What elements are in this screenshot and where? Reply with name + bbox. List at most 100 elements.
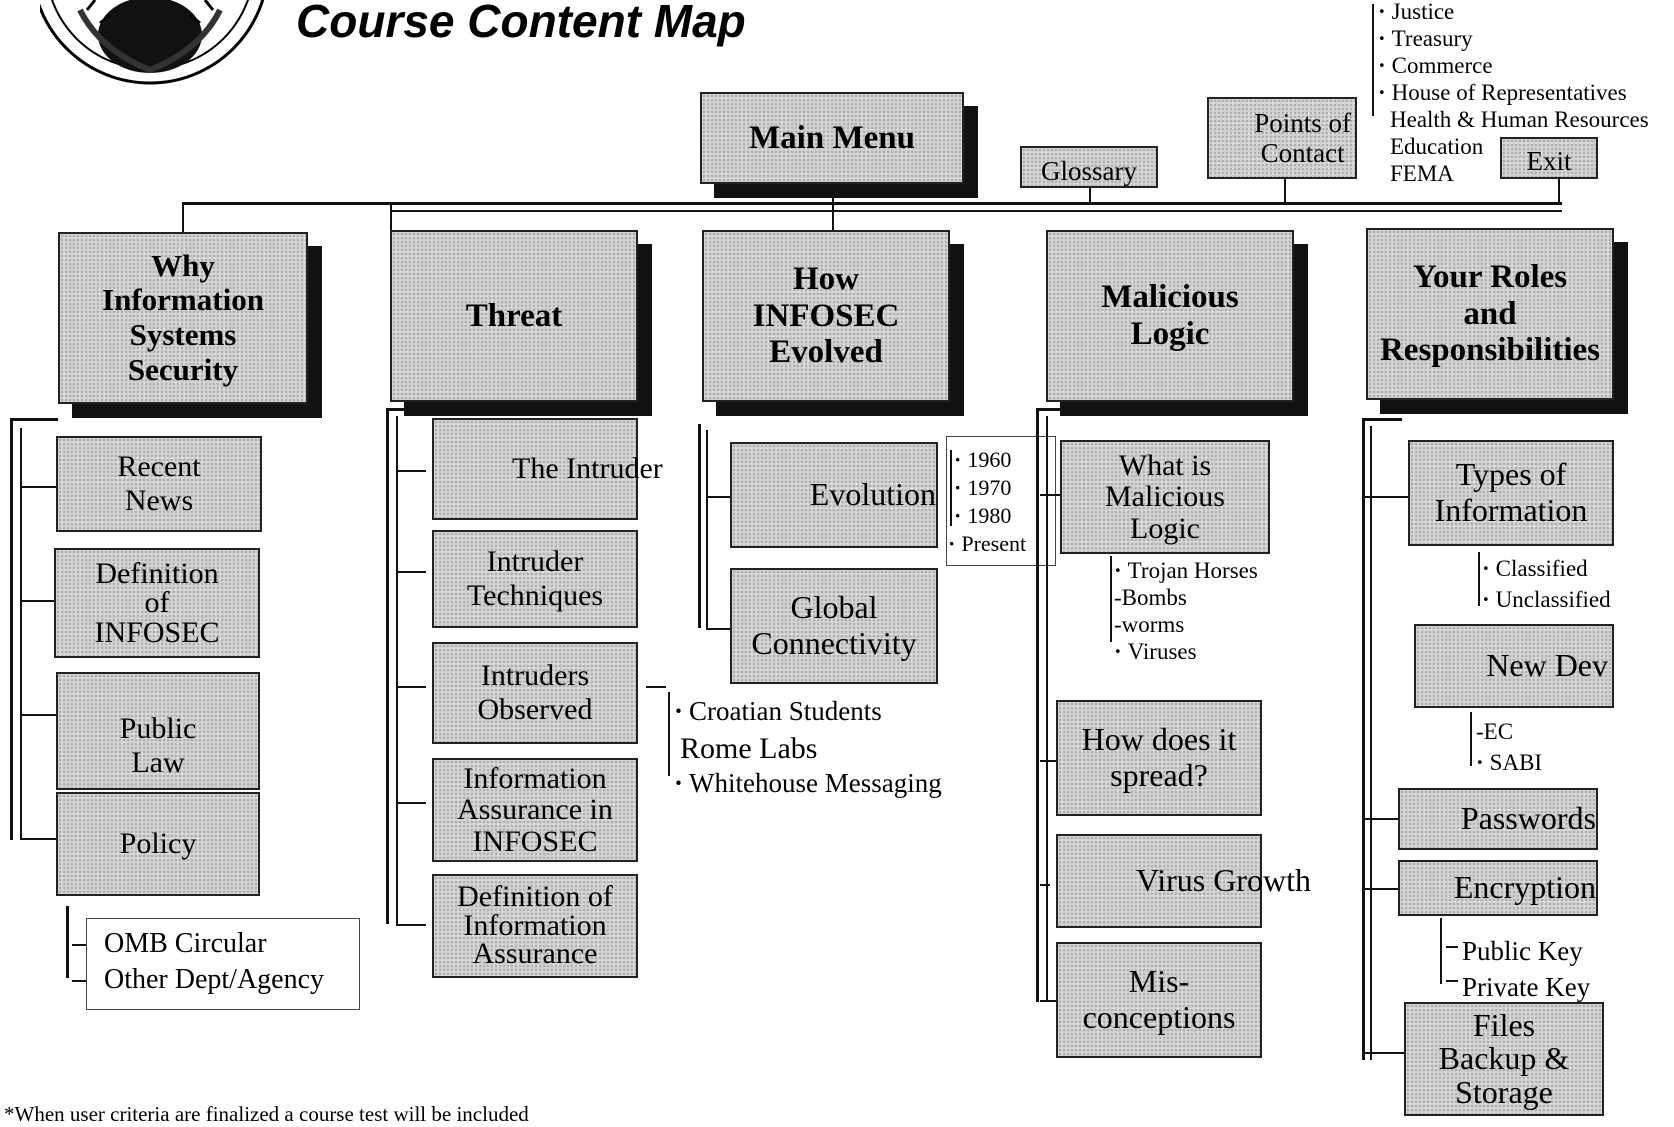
col4-vline [1036,410,1039,1002]
connector [182,202,184,232]
agency-treasury: Treasury [1378,25,1649,52]
passwords-box[interactable]: Passwords [1398,788,1598,850]
croatian-students-label[interactable]: Croatian Students [674,696,882,727]
glossary-box[interactable]: Glossary [1020,146,1158,188]
new-dev-box[interactable]: New Dev [1414,624,1614,708]
connector [668,692,670,776]
connector [1110,556,1112,642]
connector [1362,496,1410,498]
connector [1284,179,1286,204]
private-key-label[interactable]: Private Key [1462,972,1591,1002]
points-of-contact-box[interactable]: Points of Contact [1207,97,1357,179]
connector [20,838,56,840]
connector [1440,918,1442,984]
omb-circular-label[interactable]: OMB Circular [104,928,267,959]
encryption-box[interactable]: Encryption [1398,860,1598,916]
connector [1089,188,1091,204]
connector [396,470,426,472]
policy-box[interactable]: Policy [56,792,260,896]
connector [396,924,426,926]
agency-justice: Justice [1378,0,1649,25]
unclassified-label[interactable]: Unclassified [1482,584,1611,615]
definition-ia-box[interactable]: Definition of Information Assurance [432,874,638,978]
how-infosec-evolved-head[interactable]: How INFOSEC Evolved [702,230,950,402]
connector [1040,760,1060,762]
agency-fema: FEMA [1390,161,1454,186]
public-law-box[interactable]: Public Law [56,672,260,790]
sabi-label[interactable]: SABI [1476,747,1542,778]
threat-head[interactable]: Threat [390,230,638,402]
year-1960[interactable]: 1960 [954,446,1026,474]
global-connectivity-box[interactable]: Global Connectivity [730,568,938,684]
viruses-label[interactable]: Viruses [1114,638,1258,665]
types-subs-list: Classified Unclassified [1482,553,1611,615]
col2-vline [386,410,389,924]
main-menu-box[interactable]: Main Menu [700,92,964,184]
intruder-techniques-box[interactable]: Intruder Techniques [432,530,638,628]
recent-news-box[interactable]: Recent News [56,436,262,532]
connector [1040,1000,1060,1002]
virus-growth-box[interactable]: Virus Growth [1056,834,1311,928]
public-key-label[interactable]: Public Key [1462,936,1583,966]
bombs-label[interactable]: -Bombs [1114,585,1187,610]
seal-logo [40,0,265,85]
year-present[interactable]: Present [948,530,1026,558]
rome-labs-label[interactable]: Rome Labs [680,732,818,765]
misconceptions-box[interactable]: Mis- conceptions [1056,942,1262,1058]
roles-responsibilities-head[interactable]: Your Roles and Responsibilities [1366,228,1614,400]
connector [20,714,56,716]
connector [72,980,90,982]
connector [1040,884,1050,886]
agency-education: Education [1390,134,1484,159]
page-title: Course Content Map [296,0,746,47]
definition-infosec-box[interactable]: Definition of INFOSEC [54,548,260,658]
trojan-horses-label[interactable]: Trojan Horses [1114,557,1258,584]
connector [1370,426,1372,1060]
connector [1478,552,1480,606]
agency-house: House of Representatives [1378,79,1649,106]
newdev-subs-list: -EC SABI [1476,716,1542,778]
connector [72,944,90,946]
connector [698,424,701,628]
connector [1446,980,1458,982]
whitehouse-messaging-label[interactable]: Whitehouse Messaging [674,768,942,799]
connector [1362,418,1402,421]
ia-in-infosec-box[interactable]: Information Assurance in INFOSEC [432,758,638,862]
exit-box[interactable]: Exit [1500,137,1598,179]
agency-list: Justice Treasury Commerce House of Repre… [1378,0,1649,187]
year-1970[interactable]: 1970 [954,474,1026,502]
connector [1362,818,1398,820]
malicious-logic-head[interactable]: Malicious Logic [1046,230,1294,402]
connector [10,418,58,421]
connector [396,571,426,573]
connector [646,686,666,688]
connector [66,906,69,978]
connector [20,600,56,602]
connector [1558,179,1560,204]
other-dept-label[interactable]: Other Dept/Agency [104,964,325,995]
connector [706,628,730,630]
footnote: *When user criteria are finalized a cour… [4,1102,529,1126]
worms-label[interactable]: -worms [1114,612,1185,637]
what-is-malicious-logic-box[interactable]: What is Malicious Logic [1060,440,1270,554]
connector [950,450,952,526]
the-intruder-box[interactable]: The Intruder [432,418,663,520]
connector [1470,712,1472,766]
ec-label[interactable]: -EC [1476,719,1514,744]
col1-vline [10,420,13,840]
types-of-information-box[interactable]: Types of Information [1408,440,1614,546]
how-does-it-spread-box[interactable]: How does it spread? [1056,700,1262,816]
year-1980[interactable]: 1980 [954,502,1026,530]
policy-subs-frame [86,918,360,1010]
files-backup-storage-box[interactable]: Files Backup & Storage [1404,1002,1604,1116]
why-infosec-head[interactable]: Why Information Systems Security [58,232,308,404]
connector [1446,946,1458,948]
connector [1046,416,1048,1002]
col5-vline [1362,420,1365,1060]
connector [396,416,398,924]
evolution-box[interactable]: Evolution [730,442,938,548]
intruders-observed-box[interactable]: Intruders Observed [432,642,638,744]
classified-label[interactable]: Classified [1482,553,1611,584]
logic-subs-list: Trojan Horses -Bombs -worms Viruses [1114,557,1258,665]
top-bus-line-2 [390,210,1562,212]
